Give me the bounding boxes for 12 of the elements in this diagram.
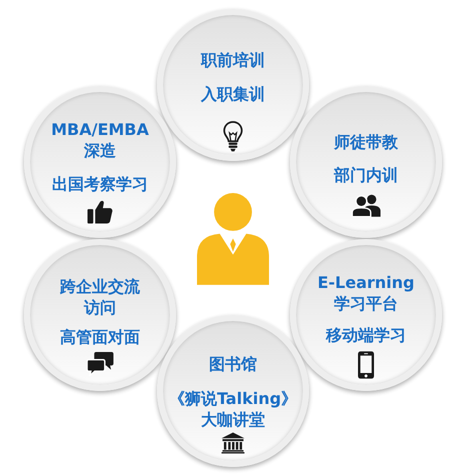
topic-text: 移动端学习	[326, 324, 406, 346]
topic-text: 入职集训	[200, 84, 266, 104]
topic-text: 图书馆	[208, 354, 258, 374]
topic-text: 高管面对面	[60, 326, 140, 348]
topic-text: MBA/EMBA深造	[50, 119, 150, 161]
topic-text: 《狮说Talking》大咖讲堂	[168, 388, 298, 430]
topic-text: E-Learning学习平台	[316, 272, 416, 314]
topic-text: 跨企业交流访问	[60, 276, 140, 318]
topic-text: 职前培训	[200, 50, 266, 70]
topic-text: 部门内训	[334, 164, 398, 186]
topic-text: 师徒带教	[334, 132, 398, 152]
topic-text: 出国考察学习	[52, 174, 148, 194]
